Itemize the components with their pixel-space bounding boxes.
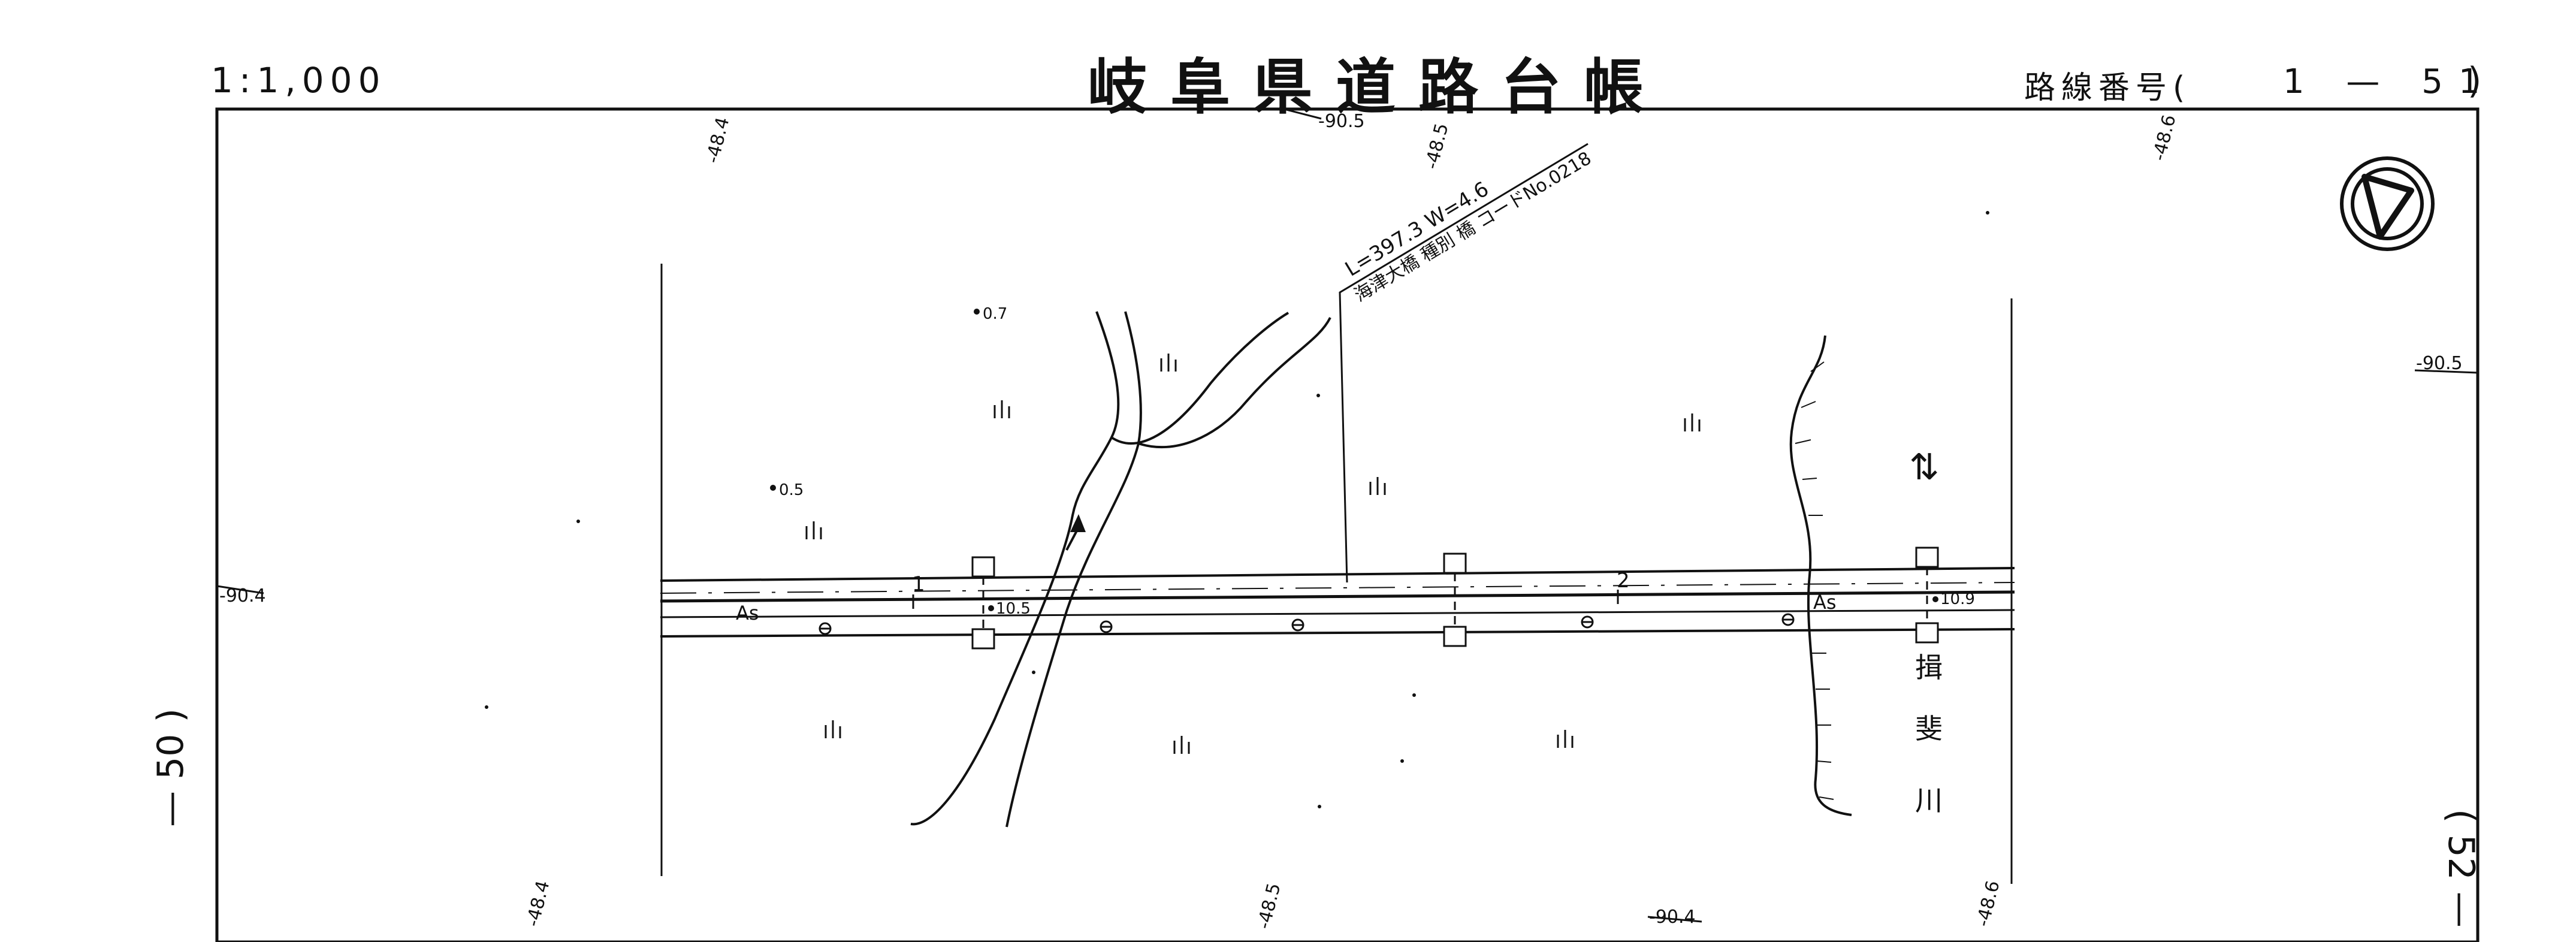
spot-height-label: 0.7	[983, 305, 1007, 323]
elevation-label: -90.5	[2416, 353, 2463, 374]
route-number-label: 路線番号(	[2024, 70, 2191, 106]
bridge-name: 海津大橋 種別 橋 コードNo.0218	[1351, 148, 1595, 306]
spot-height-dots	[770, 309, 1938, 611]
manhole-markers	[819, 613, 1795, 635]
north-compass-icon	[2340, 156, 2435, 251]
river-bank-hatch	[1795, 361, 1834, 800]
map-scale: 1:1,000	[211, 60, 386, 101]
spot-height-label: 10.9	[1940, 590, 1975, 608]
elevation-label: -48.6	[1973, 878, 2004, 929]
map-frame	[215, 107, 2480, 942]
route-number: 1 — 51	[2283, 62, 2496, 101]
road	[660, 567, 2015, 638]
route-number-close: )	[2468, 60, 2482, 102]
elevation-label: -48.5	[1421, 121, 1453, 171]
spot-height-label: 0.5	[779, 481, 804, 499]
bridge-callout-leader	[1339, 143, 1589, 583]
bridge-pier-icon	[971, 547, 1939, 650]
river-name: 揖	[1915, 651, 1943, 684]
river-name: 斐	[1915, 712, 1943, 745]
flow-arrow-icon	[1070, 514, 1086, 532]
elevation-label: -90.4	[1649, 907, 1696, 928]
river-name: 川	[1915, 784, 1943, 817]
surface-label: As	[1813, 591, 1837, 614]
river-bank	[1789, 335, 1852, 816]
grass-symbol-icon	[805, 354, 1701, 754]
elevation-label: -48.6	[2149, 113, 2181, 163]
stream	[910, 311, 1331, 828]
elevation-label: -48.5	[1254, 881, 1285, 931]
elevation-label: -48.4	[702, 115, 734, 165]
elevation-label: -48.4	[523, 878, 554, 929]
spot-height-label: 10.5	[996, 600, 1031, 618]
surface-label: As	[736, 602, 759, 624]
flow-arrow-icon: ⇅	[1909, 446, 1939, 488]
elevation-label: -90.5	[1318, 111, 1365, 132]
station-number: 2	[1617, 569, 1630, 593]
elevation-label: -90.4	[219, 585, 266, 606]
station-number: 1	[912, 572, 925, 596]
